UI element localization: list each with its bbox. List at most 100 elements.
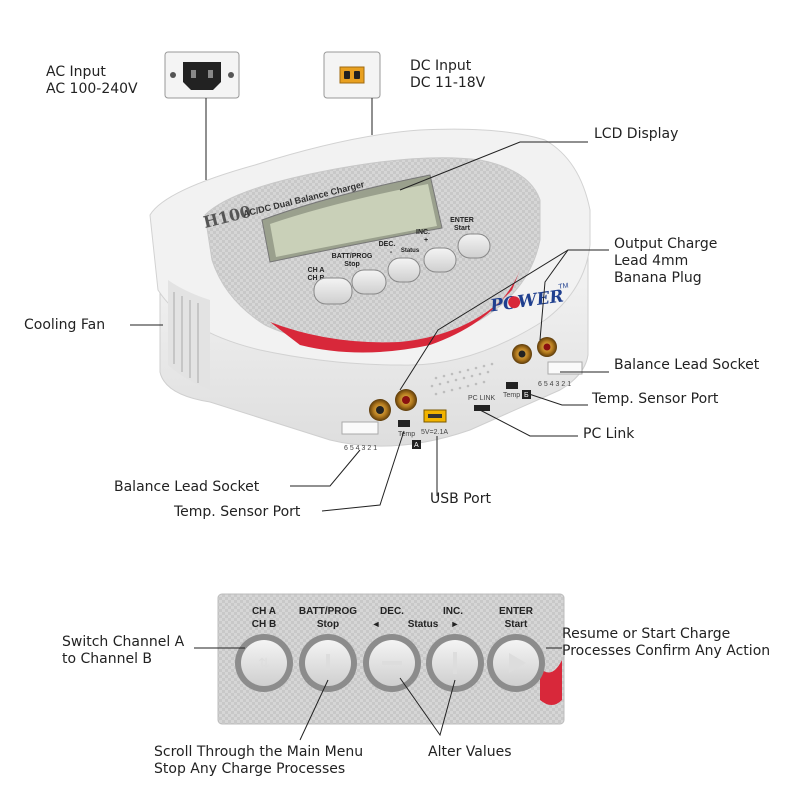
callout-output-charge-line2: Lead 4mm xyxy=(614,253,689,269)
callout-output-charge-line1: Output Charge xyxy=(614,236,718,252)
pc-link-port[interactable]: PC LINK xyxy=(468,395,496,411)
callout-scroll: Scroll Through the Main Menu Stop Any Ch… xyxy=(154,744,363,778)
closeup-label-cha: CH A xyxy=(252,606,276,617)
callout-output-charge-line3: Banana Plug xyxy=(614,270,702,286)
vent-holes xyxy=(430,362,494,396)
dc-input-xt60-icon xyxy=(323,51,381,99)
temp-port-a-label: Temp xyxy=(398,431,415,438)
closeup-button-batt[interactable] xyxy=(299,634,357,692)
callout-dc-input-line1: DC Input xyxy=(410,58,472,74)
closeup-button-dec[interactable] xyxy=(363,634,421,692)
callout-switch-channel-line2: to Channel B xyxy=(62,651,153,667)
play-icon xyxy=(509,653,526,673)
faceplate-button-enter[interactable]: ENTER Start xyxy=(450,217,491,259)
balance-socket-b[interactable]: 6 5 4 3 2 1 xyxy=(538,361,583,388)
faceplate-button-label: Start xyxy=(454,225,471,232)
faceplate-button-inc[interactable]: INC. + xyxy=(416,229,457,273)
callout-temp-right-line1: Temp. Sensor Port xyxy=(592,391,719,407)
front-port-strip: 6 5 4 3 2 1 Temp A 5V=2.1A PC LINK Temp … xyxy=(341,337,583,452)
faceplate-button-label: DEC. xyxy=(379,241,396,248)
closeup-status-label: Status xyxy=(408,619,439,630)
balance-socket-b-pins: 6 5 4 3 2 1 xyxy=(538,381,571,388)
callout-scroll-line2: Stop Any Charge Processes xyxy=(154,761,346,777)
pc-link-label: PC LINK xyxy=(468,395,496,402)
callout-cooling-fan-line1: Cooling Fan xyxy=(24,317,106,333)
temp-port-b[interactable]: Temp B xyxy=(503,382,531,399)
cooling-fan-grill xyxy=(168,280,210,390)
callout-temp-right: Temp. Sensor Port xyxy=(592,391,718,408)
callout-usb: USB Port xyxy=(430,491,491,508)
banana-plug-a-red[interactable] xyxy=(395,389,417,411)
callout-dc-input: DC Input DC 11-18V xyxy=(410,58,485,92)
balance-socket-a[interactable]: 6 5 4 3 2 1 xyxy=(341,421,379,452)
callout-ac-input: AC Input AC 100-240V xyxy=(46,64,138,98)
channel-a-badge: A xyxy=(414,442,419,449)
leader-lines xyxy=(130,98,609,741)
faceplate-button-cha[interactable]: CH A CH B xyxy=(307,267,353,305)
minus-icon xyxy=(382,661,402,665)
callout-dc-input-line2: DC 11-18V xyxy=(410,75,486,91)
callout-ac-input-line1: AC Input xyxy=(46,64,106,80)
faceplate-button-label: Stop xyxy=(344,261,360,268)
ac-input-socket-icon xyxy=(164,51,240,99)
faceplate-button-label: - xyxy=(390,249,393,256)
closeup-label-chb: CH B xyxy=(252,619,276,630)
faceplate-button-dec[interactable]: DEC. - xyxy=(379,241,421,283)
closeup-label-dec: DEC. xyxy=(380,606,404,617)
switch-arrows-icon: ⇅ xyxy=(258,656,270,672)
closeup-button-inc[interactable] xyxy=(426,634,484,692)
closeup-label-enter: ENTER xyxy=(499,606,534,617)
callout-output-charge: Output Charge Lead 4mm Banana Plug xyxy=(614,236,717,287)
callout-balance-right: Balance Lead Socket xyxy=(614,357,759,374)
callout-switch-channel: Switch Channel A to Channel B xyxy=(62,634,184,668)
button-closeup: CH A CH B BATT/PROG Stop DEC. INC. ◄ Sta… xyxy=(217,593,565,725)
callout-temp-left: Temp. Sensor Port xyxy=(174,504,300,521)
callout-alter-line1: Alter Values xyxy=(428,744,512,760)
usb-port-label: 5V=2.1A xyxy=(421,429,448,436)
faceplate-button-label: CH A xyxy=(308,267,325,274)
banana-plug-b-red[interactable] xyxy=(537,337,557,357)
faceplate-button-label: + xyxy=(424,237,428,244)
closeup-label-start: Start xyxy=(505,619,528,630)
callout-balance-right-line1: Balance Lead Socket xyxy=(614,357,760,373)
closeup-button-ch[interactable]: ⇅ xyxy=(235,634,293,692)
callout-usb-line1: USB Port xyxy=(430,491,491,507)
closeup-label-inc: INC. xyxy=(443,606,463,617)
usb-port[interactable]: 5V=2.1A xyxy=(421,409,448,436)
faceplate-button-label: BATT/PROG xyxy=(332,253,373,260)
callout-pc-link-line1: PC Link xyxy=(583,426,635,442)
triangle-right-icon: ► xyxy=(451,619,460,629)
flame-icon xyxy=(508,296,521,309)
callout-resume-line2: Processes Confirm Any Action xyxy=(562,643,771,659)
banana-plug-b-black[interactable] xyxy=(512,344,532,364)
callout-lcd-line1: LCD Display xyxy=(594,126,679,142)
plus-icon xyxy=(453,652,457,674)
closeup-label-batt: BATT/PROG xyxy=(299,606,357,617)
callout-temp-left-line1: Temp. Sensor Port xyxy=(174,504,301,520)
closeup-label-stop: Stop xyxy=(317,619,339,630)
closeup-button-enter[interactable] xyxy=(487,634,545,692)
callout-balance-left: Balance Lead Socket xyxy=(114,479,259,496)
temp-port-b-label: Temp xyxy=(503,392,520,399)
callout-ac-input-line2: AC 100-240V xyxy=(46,81,138,97)
banana-plug-a-black[interactable] xyxy=(369,399,391,421)
brand-trademark: TM xyxy=(558,283,569,291)
balance-socket-a-pins: 6 5 4 3 2 1 xyxy=(344,445,377,452)
channel-b-badge: B xyxy=(524,392,529,399)
faceplate-buttons: CH A CH B BATT/PROG Stop DEC. - Status I… xyxy=(307,217,491,305)
faceplate-button-label: CH B xyxy=(307,275,324,282)
callout-balance-left-line1: Balance Lead Socket xyxy=(114,479,260,495)
faceplate-button-batt[interactable]: BATT/PROG Stop xyxy=(332,253,387,295)
stop-bar-icon xyxy=(326,654,330,670)
callout-resume: Resume or Start Charge Processes Confirm… xyxy=(562,626,770,660)
callout-pc-link: PC Link xyxy=(583,426,634,443)
callout-resume-line1: Resume or Start Charge xyxy=(562,626,731,642)
callout-lcd: LCD Display xyxy=(594,126,678,143)
callout-scroll-line1: Scroll Through the Main Menu xyxy=(154,744,364,760)
temp-port-a[interactable]: Temp A xyxy=(398,420,421,449)
faceplate-button-label: INC. xyxy=(416,229,430,236)
callout-alter: Alter Values xyxy=(428,744,512,761)
charger-body xyxy=(149,128,591,447)
lcd-display xyxy=(261,174,443,263)
